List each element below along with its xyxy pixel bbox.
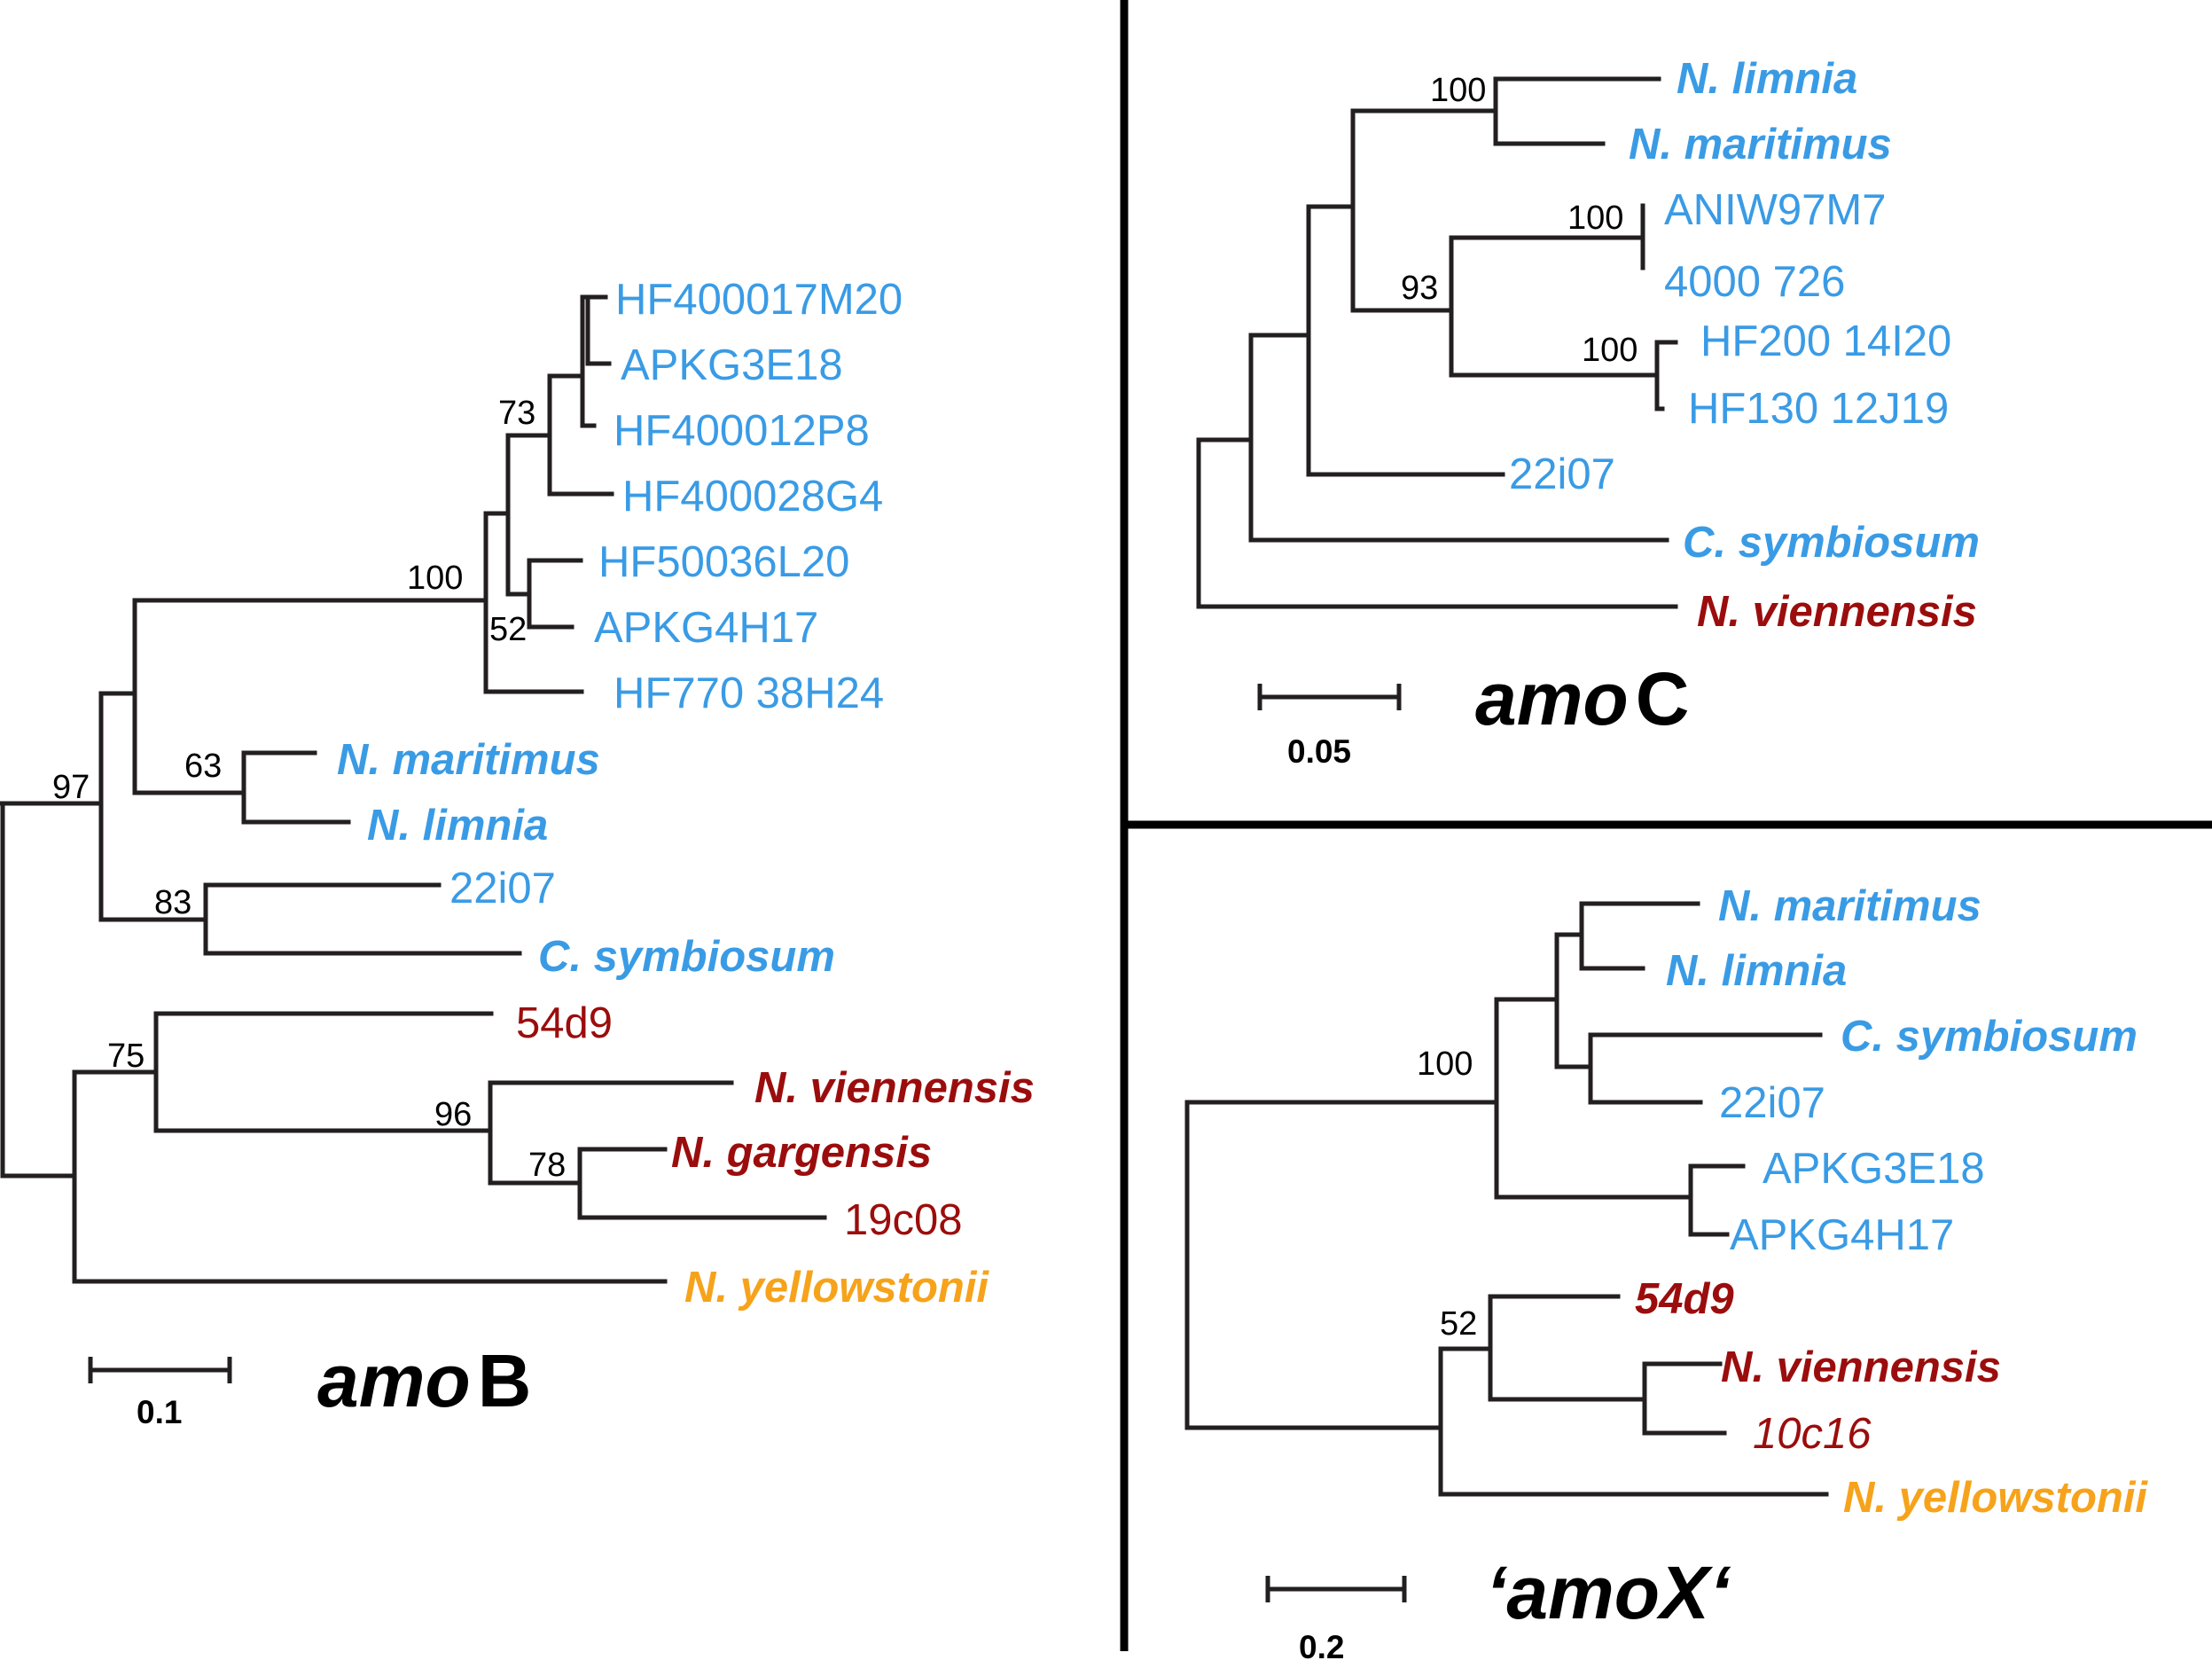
support-value: 100 xyxy=(1567,200,1623,237)
leaf-label: HF130 12J19 xyxy=(1688,385,1949,433)
amoC-support-values: 100 100 93 100 xyxy=(1401,72,1638,369)
support-value: 100 xyxy=(407,560,463,597)
scale-label: 0.2 xyxy=(1299,1629,1344,1665)
amoB-leaf-labels: HF400017M20 APKG3E18 HF400012P8 HF400028… xyxy=(337,276,1035,1312)
leaf-label: HF50036L20 xyxy=(598,538,849,586)
amoX-support-values: 100 52 xyxy=(1417,1046,1477,1343)
amoX-title: ‘amoX‘ xyxy=(1486,1551,1731,1634)
scale-label: 0.1 xyxy=(137,1394,182,1430)
amoC-scale-bar: 0.05 xyxy=(1257,684,1402,770)
support-value: 93 xyxy=(1401,270,1438,307)
leaf-label: 10c16 xyxy=(1753,1410,1872,1458)
leaf-label: N. gargensis xyxy=(671,1129,932,1177)
support-value: 52 xyxy=(489,611,527,648)
amoX-scale-bar: 0.2 xyxy=(1265,1576,1407,1665)
leaf-label: ANIW97M7 xyxy=(1664,186,1887,234)
leaf-label: APKG3E18 xyxy=(1763,1145,1985,1193)
support-value: 63 xyxy=(184,748,222,785)
leaf-label: N. maritimus xyxy=(1718,882,1981,930)
leaf-label: HF770 38H24 xyxy=(614,670,884,717)
amoC-branches xyxy=(1196,76,1678,609)
leaf-label: HF400028G4 xyxy=(622,473,883,521)
leaf-label: N. viennensis xyxy=(754,1064,1035,1112)
leaf-label: APKG3E18 xyxy=(621,341,843,389)
amoX-branches xyxy=(1184,901,1829,1497)
leaf-label: C. symbiosum xyxy=(1841,1013,2138,1061)
support-value: 73 xyxy=(498,395,535,432)
amoC-tree: N. limnia N. maritimus ANIW97M7 4000 726… xyxy=(1196,55,1980,770)
leaf-label: 22i07 xyxy=(1719,1079,1825,1127)
leaf-label: N. limnia xyxy=(1666,947,1847,995)
support-value: 96 xyxy=(434,1096,472,1133)
leaf-label: 22i07 xyxy=(449,865,556,912)
leaf-label: C. symbiosum xyxy=(1683,519,1980,567)
leaf-label: 54d9 xyxy=(1635,1275,1734,1323)
leaf-label: HF400017M20 xyxy=(615,276,903,324)
support-value: 83 xyxy=(154,884,191,921)
leaf-label: 22i07 xyxy=(1509,450,1615,498)
amoX-tree: N. maritimus N. limnia C. symbiosum 22i0… xyxy=(1184,882,2148,1665)
support-value: 52 xyxy=(1440,1305,1477,1343)
support-value: 78 xyxy=(528,1147,566,1184)
leaf-label: N. limnia xyxy=(367,802,548,850)
leaf-label: C. symbiosum xyxy=(538,933,835,981)
amoB-scale-bar: 0.1 xyxy=(88,1357,232,1430)
amoB-tree: HF400017M20 APKG3E18 HF400012P8 HF400028… xyxy=(0,276,1035,1430)
amoX-leaf-labels: N. maritimus N. limnia C. symbiosum 22i0… xyxy=(1635,882,2148,1522)
leaf-label: N. limnia xyxy=(1677,55,1857,103)
leaf-label: N. viennensis xyxy=(1721,1343,2001,1391)
amoB-support-values: 73 100 52 63 97 83 75 96 78 xyxy=(52,395,566,1184)
amoB-title: amoB xyxy=(317,1339,531,1422)
leaf-label: N. yellowstonii xyxy=(1843,1474,2148,1522)
leaf-label: N. maritimus xyxy=(1629,121,1892,168)
support-value: 75 xyxy=(107,1038,145,1075)
support-value: 100 xyxy=(1582,332,1638,369)
leaf-label: 54d9 xyxy=(516,999,613,1047)
support-value: 100 xyxy=(1430,72,1486,109)
support-value: 97 xyxy=(52,769,90,806)
leaf-label: N. yellowstonii xyxy=(684,1264,989,1312)
support-value: 100 xyxy=(1417,1046,1473,1083)
amoB-branches xyxy=(0,294,827,1284)
amoC-title: amoC xyxy=(1475,657,1689,740)
leaf-label: APKG4H17 xyxy=(1730,1211,1954,1259)
leaf-label: 4000 726 xyxy=(1664,258,1845,306)
leaf-label: APKG4H17 xyxy=(594,604,818,652)
leaf-label: HF200 14I20 xyxy=(1700,317,1951,365)
leaf-label: N. viennensis xyxy=(1697,588,1977,636)
amoB-twig-2 xyxy=(585,294,612,366)
amoC-leaf-labels: N. limnia N. maritimus ANIW97M7 4000 726… xyxy=(1509,55,1980,636)
leaf-label: N. maritimus xyxy=(337,736,600,784)
leaf-label: HF400012P8 xyxy=(614,407,870,455)
leaf-label: 19c08 xyxy=(844,1196,963,1244)
scale-label: 0.05 xyxy=(1287,733,1351,770)
